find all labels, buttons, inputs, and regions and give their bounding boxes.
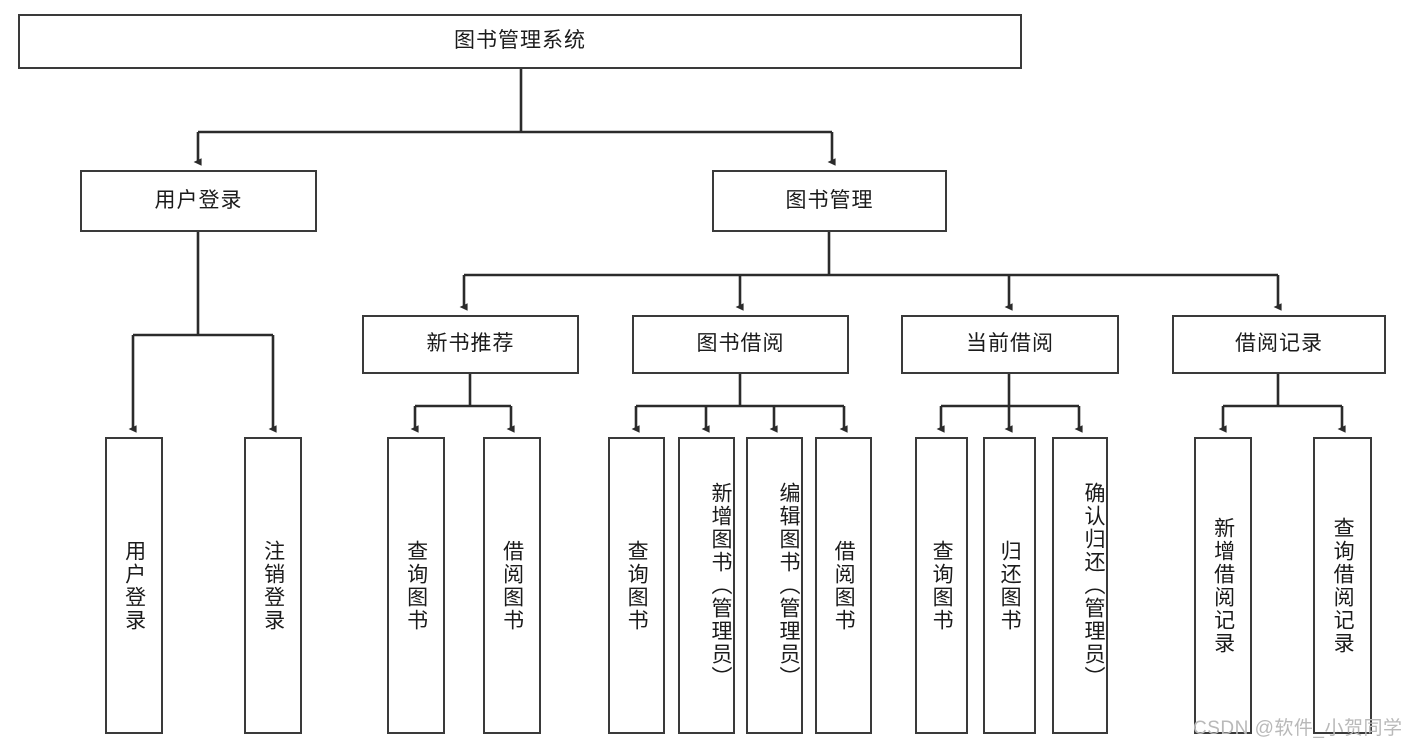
node-leaf-edit-book-label: 编辑图书（管理员）	[777, 482, 800, 689]
node-leaf-confirm-return[interactable]: 确认归还（管理员）	[1052, 437, 1108, 734]
node-new-book-recommend-label: 新书推荐	[426, 332, 515, 356]
node-book-borrow[interactable]: 图书借阅	[632, 315, 849, 374]
node-borrow-record[interactable]: 借阅记录	[1172, 315, 1386, 374]
node-leaf-borrow-book-1-label: 借阅图书	[500, 539, 524, 632]
node-leaf-query-record[interactable]: 查询借阅记录	[1313, 437, 1372, 734]
node-leaf-query-book-1[interactable]: 查询图书	[387, 437, 445, 734]
node-leaf-add-record-label: 新增借阅记录	[1211, 516, 1235, 655]
node-book-manage-label: 图书管理	[785, 188, 874, 212]
node-leaf-user-logout-label: 注销登录	[261, 539, 285, 632]
node-user-login[interactable]: 用户登录	[80, 170, 317, 232]
node-leaf-borrow-book-1[interactable]: 借阅图书	[483, 437, 541, 734]
csdn-watermark: CSDN @软件_小贺同学	[1193, 718, 1403, 739]
node-borrow-record-label: 借阅记录	[1235, 332, 1323, 356]
node-leaf-confirm-return-label: 确认归还（管理员）	[1082, 482, 1105, 689]
node-leaf-user-login-label: 用户登录	[122, 539, 146, 632]
node-leaf-borrow-book-2-label: 借阅图书	[832, 539, 856, 632]
node-leaf-query-book-2-label: 查询图书	[625, 539, 649, 632]
node-book-manage[interactable]: 图书管理	[712, 170, 947, 232]
node-leaf-borrow-book-2[interactable]: 借阅图书	[815, 437, 872, 734]
node-leaf-query-book-2[interactable]: 查询图书	[608, 437, 665, 734]
node-new-book-recommend[interactable]: 新书推荐	[362, 315, 579, 374]
node-root[interactable]: 图书管理系统	[18, 14, 1022, 69]
node-leaf-add-book-label: 新增图书（管理员）	[709, 482, 732, 689]
node-leaf-user-login[interactable]: 用户登录	[105, 437, 163, 734]
node-current-borrow-label: 当前借阅	[966, 332, 1054, 356]
node-leaf-query-book-3-label: 查询图书	[930, 539, 954, 632]
node-leaf-add-record[interactable]: 新增借阅记录	[1194, 437, 1252, 734]
node-leaf-user-logout[interactable]: 注销登录	[244, 437, 302, 734]
node-user-login-label: 用户登录	[154, 188, 243, 212]
node-leaf-add-book[interactable]: 新增图书（管理员）	[678, 437, 735, 734]
node-leaf-return-book-label: 归还图书	[998, 539, 1022, 632]
node-current-borrow[interactable]: 当前借阅	[901, 315, 1119, 374]
node-leaf-edit-book[interactable]: 编辑图书（管理员）	[746, 437, 803, 734]
node-leaf-query-book-1-label: 查询图书	[404, 539, 428, 632]
node-leaf-query-book-3[interactable]: 查询图书	[915, 437, 968, 734]
node-book-borrow-label: 图书借阅	[696, 332, 785, 356]
node-leaf-return-book[interactable]: 归还图书	[983, 437, 1036, 734]
node-leaf-query-record-label: 查询借阅记录	[1331, 516, 1355, 655]
node-root-label: 图书管理系统	[454, 29, 586, 53]
